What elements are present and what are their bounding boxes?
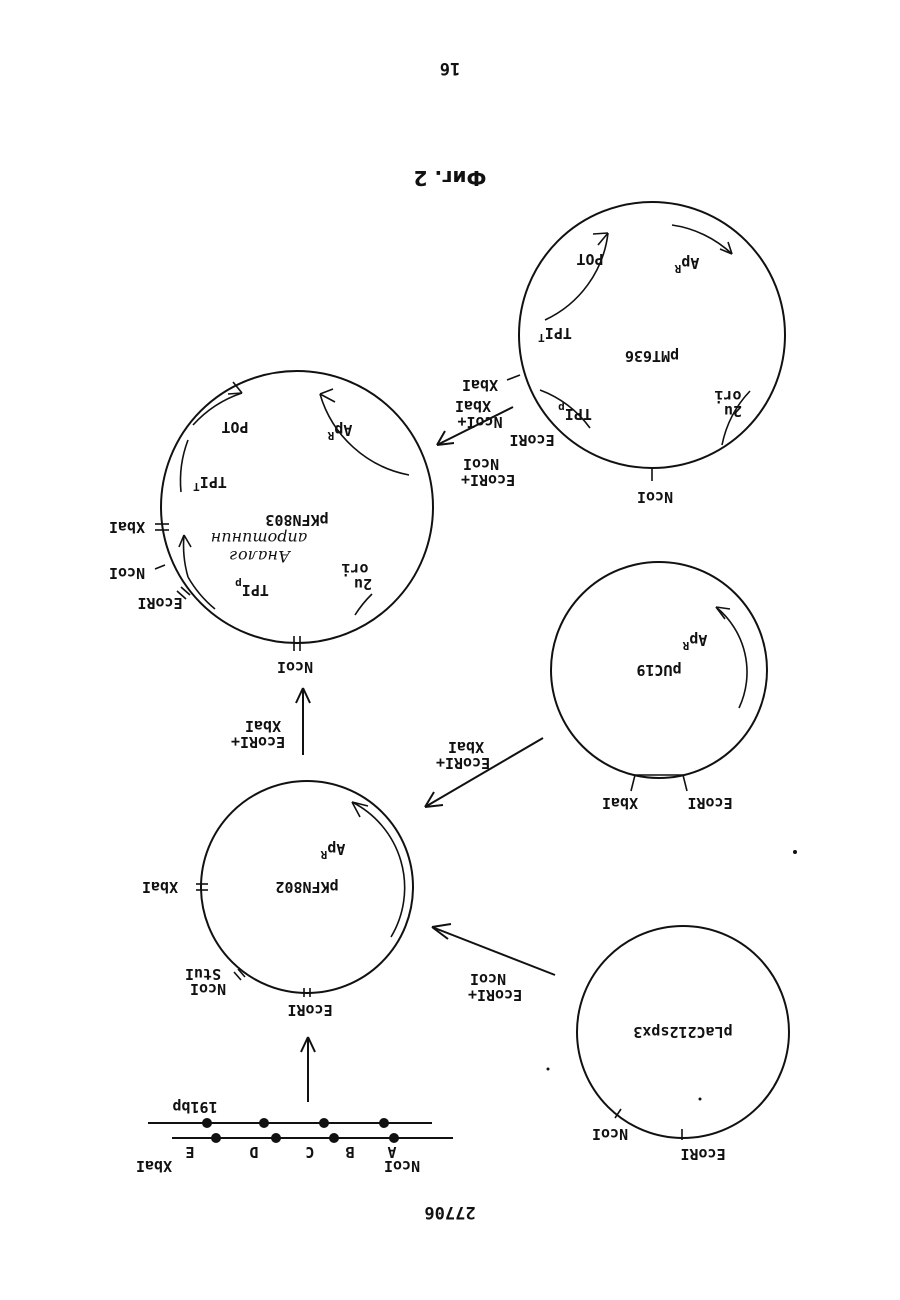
- plasmid-plac212spx3-name: pLaC212spx3: [633, 1023, 732, 1041]
- ori-label-2: ori: [714, 387, 741, 405]
- segment-E: E: [185, 1143, 194, 1161]
- site-ncoi: NcoI: [592, 1125, 628, 1143]
- site-ecori: EcoRI: [137, 594, 182, 612]
- plasmid-pkfn803: pKFN803 NcoI EcoRI NcoI XbaI TPIp Аналог: [109, 371, 433, 676]
- insert-label-1: Аналог: [230, 547, 291, 566]
- apr-label: ApR: [674, 254, 699, 275]
- arrow-label-4: NcoI: [463, 455, 499, 473]
- apr-label: ApR: [682, 631, 707, 652]
- arrow-label-2: XbaI: [455, 397, 491, 415]
- site-ecori: EcoRI: [287, 1001, 332, 1019]
- plasmid-pkfn803-circle: [161, 371, 433, 643]
- arrow-puc19-to-pkfn802: EcoRI+ XbaI: [425, 738, 543, 807]
- arrow-pkfn802-to-pkfn803: EcoRI+ XbaI: [231, 688, 310, 755]
- fragment-size: 191bp: [172, 1098, 217, 1116]
- segment-C: C: [305, 1143, 314, 1161]
- figure-caption: Фиг. 2: [414, 166, 487, 190]
- plasmid-puc19: pUC19 ApR EcoRI XbaI: [551, 562, 767, 812]
- pot-label: POT: [221, 418, 248, 436]
- pot-label: POT: [576, 250, 603, 268]
- arrow-label-2: NcoI: [470, 970, 506, 988]
- site-ecori: EcoRI: [680, 1145, 725, 1163]
- site-ncoi-bottom: NcoI: [277, 658, 313, 676]
- segment-D: D: [249, 1143, 258, 1161]
- arrow-label-2: XbaI: [448, 738, 484, 756]
- ori-label-2: ori: [341, 560, 368, 578]
- tpip-label: TPIp: [558, 401, 592, 423]
- plasmid-pkfn802-name: pKFN802: [275, 878, 338, 896]
- arrow-fragment-to-pkfn802: [301, 1037, 315, 1102]
- segment-A: A: [387, 1143, 396, 1161]
- arrow-pmt636-to-pkfn803: NcoI+ XbaI EcoRI+ NcoI: [437, 397, 515, 489]
- plasmid-pkfn802: pKFN802 ApR EcoRI NcoI StuI XbaI: [142, 781, 413, 1019]
- synthetic-fragment: NcoI XbaI A B C D E 191bp: [136, 1098, 453, 1175]
- apr-label: ApR: [320, 840, 345, 861]
- plasmid-plac212spx3: pLaC212spx3 EcoRI NcoI: [577, 926, 789, 1163]
- tpit-label: TPIT: [193, 473, 227, 493]
- page-number: 16: [440, 58, 460, 78]
- plasmid-puc19-name: pUC19: [636, 661, 681, 679]
- arrow-plac-to-pkfn802: EcoRI+ NcoI: [432, 924, 555, 1004]
- segment-B: B: [345, 1143, 354, 1161]
- apr-arc: [352, 802, 405, 937]
- tpip-label: TPIp: [235, 577, 269, 599]
- site-xbai: XbaI: [602, 794, 638, 812]
- arrow-label-2: XbaI: [245, 717, 281, 735]
- apr-label: ApR: [327, 421, 352, 442]
- plasmid-pmt636-name: pMT636: [625, 347, 679, 365]
- site-ecori: EcoRI: [509, 431, 554, 449]
- site-xbai: XbaI: [142, 878, 178, 896]
- fragment-right-site: XbaI: [136, 1157, 172, 1175]
- document-number: 27706: [424, 1202, 475, 1222]
- site-xbai: XbaI: [109, 518, 145, 536]
- site-ncoi-left: NcoI: [109, 564, 145, 582]
- site-ecori: EcoRI: [687, 794, 732, 812]
- plasmid-pmt636: pMT636 NcoI XbaI EcoRI TPIp TPIT POT ApR…: [462, 202, 785, 506]
- site-stui: StuI: [185, 965, 221, 983]
- tpit-label: TPIT: [538, 324, 572, 344]
- apr-arc: [716, 607, 747, 708]
- plasmid-pkfn803-name: pKFN803: [265, 511, 328, 529]
- site-xbai: XbaI: [462, 376, 498, 394]
- site-ncoi: NcoI: [637, 488, 673, 506]
- insert-label-2: апротинин: [211, 529, 308, 548]
